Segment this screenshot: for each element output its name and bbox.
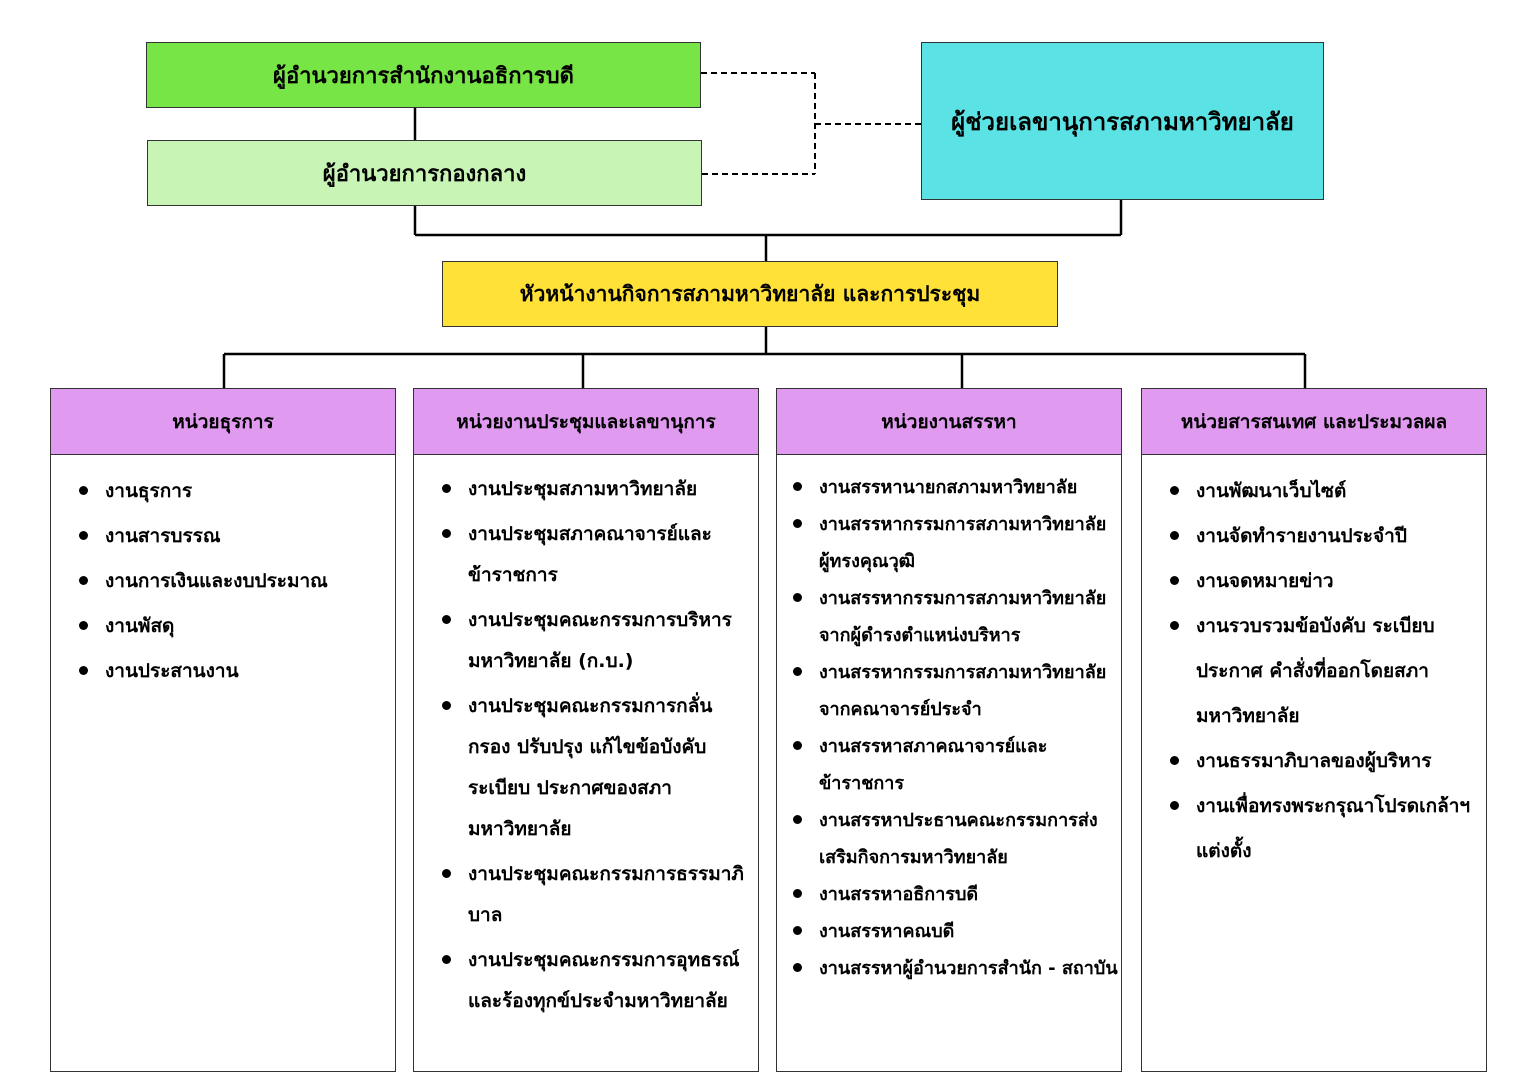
unit-task-list: งานสรรหานายกสภามหาวิทยาลัย งานสรรหากรรมก… <box>777 455 1121 987</box>
list-item: งานประชุมสภามหาวิทยาลัย <box>438 469 750 510</box>
list-item: งานประชุมสภาคณาจารย์และข้าราชการ <box>438 514 750 596</box>
list-item: งานเพื่อทรงพระกรุณาโปรดเกล้าฯ แต่งตั้ง <box>1166 784 1478 874</box>
unit-meetings-secretary: หน่วยงานประชุมและเลขานุการ งานประชุมสภาม… <box>413 388 759 1072</box>
director-office-box: ผู้อำนวยการสำนักงานอธิการบดี <box>146 42 701 108</box>
list-item: งานประชุมคณะกรรมการธรรมาภิบาล <box>438 854 750 936</box>
list-item: งานธรรมาภิบาลของผู้บริหาร <box>1166 739 1478 784</box>
list-item: งานสรรหาคณบดี <box>789 913 1119 950</box>
list-item: งานสรรหาอธิการบดี <box>789 876 1119 913</box>
unit-recruitment: หน่วยงานสรรหา งานสรรหานายกสภามหาวิทยาลัย… <box>776 388 1122 1072</box>
unit-task-list: งานประชุมสภามหาวิทยาลัย งานประชุมสภาคณาจ… <box>414 455 758 1022</box>
list-item: งานรวบรวมข้อบังคับ ระเบียบ ประกาศ คำสั่ง… <box>1166 604 1478 739</box>
unit-task-list: งานพัฒนาเว็บไซต์ งานจัดทำรายงานประจำปี ง… <box>1142 455 1486 874</box>
units-connector <box>222 327 1307 388</box>
unit-header: หน่วยงานประชุมและเลขานุการ <box>414 389 758 455</box>
list-item: งานจัดทำรายงานประจำปี <box>1166 514 1478 559</box>
unit-header: หน่วยสารสนเทศ และประมวลผล <box>1142 389 1486 455</box>
list-item: งานสรรหานายกสภามหาวิทยาลัย <box>789 469 1119 506</box>
list-item: งานพัฒนาเว็บไซต์ <box>1166 469 1478 514</box>
unit-task-list: งานธุรการ งานสารบรรณ งานการเงินและงบประม… <box>51 455 395 694</box>
list-item: งานสรรหาประธานคณะกรรมการส่งเสริมกิจการมห… <box>789 802 1119 876</box>
list-item: งานสรรหากรรมการสภามหาวิทยาลัยจากผู้ดำรงต… <box>789 580 1119 654</box>
list-item: งานประชุมคณะกรรมการกลั่นกรอง ปรับปรุง แก… <box>438 686 750 850</box>
list-item: งานประสานงาน <box>75 649 387 694</box>
list-item: งานประชุมคณะกรรมการบริหารมหาวิทยาลัย (ก.… <box>438 600 750 682</box>
list-item: งานจดหมายข่าว <box>1166 559 1478 604</box>
list-item: งานสรรหาสภาคณาจารย์และข้าราชการ <box>789 728 1119 802</box>
list-item: งานพัสดุ <box>75 604 387 649</box>
head-connector <box>413 200 1123 261</box>
list-item: งานการเงินและงบประมาณ <box>75 559 387 604</box>
dashed-assistant-link <box>701 72 921 175</box>
unit-admin: หน่วยธุรการ งานธุรการ งานสารบรรณ งานการเ… <box>50 388 396 1072</box>
list-item: งานประชุมคณะกรรมการอุทธรณ์และร้องทุกข์ปร… <box>438 940 750 1022</box>
unit-information: หน่วยสารสนเทศ และประมวลผล งานพัฒนาเว็บไซ… <box>1141 388 1487 1072</box>
unit-header: หน่วยธุรการ <box>51 389 395 455</box>
head-council-affairs-box: หัวหน้างานกิจการสภามหาวิทยาลัย และการประ… <box>442 261 1058 327</box>
list-item: งานสรรหาผู้อำนวยการสำนัก - สถาบัน <box>789 950 1119 987</box>
list-item: งานสารบรรณ <box>75 514 387 559</box>
assistant-secretary-box: ผู้ช่วยเลขานุการสภามหาวิทยาลัย <box>921 42 1324 200</box>
unit-header: หน่วยงานสรรหา <box>777 389 1121 455</box>
central-division-box: ผู้อำนวยการกองกลาง <box>147 140 702 206</box>
list-item: งานธุรการ <box>75 469 387 514</box>
list-item: งานสรรหากรรมการสภามหาวิทยาลัยจากคณาจารย์… <box>789 654 1119 728</box>
list-item: งานสรรหากรรมการสภามหาวิทยาลัยผู้ทรงคุณวุ… <box>789 506 1119 580</box>
